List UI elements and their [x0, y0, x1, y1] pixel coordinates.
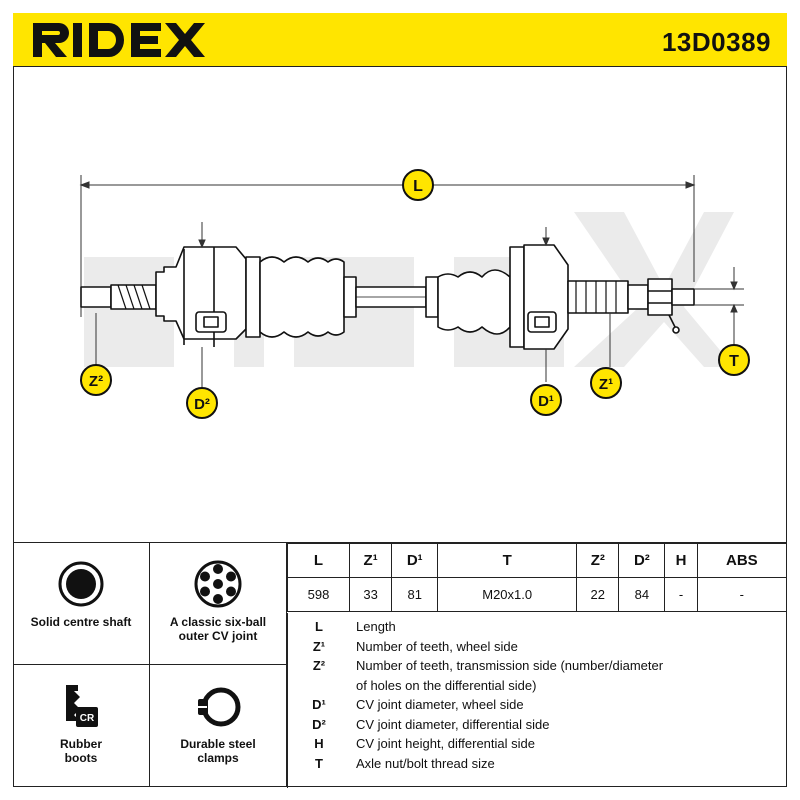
six-ball-joint-icon [194, 560, 242, 608]
solid-shaft-icon [58, 561, 104, 607]
spec-header-Z2: Z² [576, 543, 620, 578]
svg-text:Z²: Z² [89, 373, 103, 390]
feature-label: Rubber boots [60, 737, 102, 765]
spec-value-T: M20x1.0 [437, 577, 578, 612]
spec-value-Z1: 33 [348, 577, 393, 612]
feature-steel-clamps: Durable steel clamps [150, 665, 287, 787]
ridex-logo [33, 23, 205, 57]
callout-D1: D¹ [530, 384, 562, 416]
drive-shaft [80, 244, 695, 350]
spec-header-row: L Z¹ D¹ T Z² D² H ABS [287, 543, 788, 578]
legend-key: Z² [312, 658, 326, 673]
feature-solid-shaft: Solid centre shaft [13, 543, 150, 665]
callout-T: T [718, 344, 750, 376]
thread-dimension [694, 267, 744, 349]
feature-label: Solid centre shaft [30, 615, 132, 629]
part-number: 13D0389 [661, 27, 771, 57]
legend-text: CV joint diameter, differential side [356, 716, 550, 732]
spec-section: Solid centre shaft A classic six-ball ou… [13, 542, 788, 788]
drive-shaft-diagram: L Z² D² D¹ Z¹ T [79, 169, 750, 419]
spec-header-Z1: Z¹ [348, 543, 393, 578]
feature-rubber-boots: CR Rubber boots [13, 665, 150, 787]
feature-label: Durable steel clamps [180, 737, 256, 765]
callout-D2: D² [186, 387, 218, 419]
spec-header-L: L [287, 543, 350, 578]
legend-text: Axle nut/bolt thread size [356, 755, 495, 771]
spec-value-H: - [664, 577, 698, 612]
legend-key: Z¹ [312, 638, 326, 654]
spec-table: L Z¹ D¹ T Z² D² H ABS 598 33 81 M20x1.0 … [287, 543, 788, 612]
spec-value-ABS: - [696, 577, 788, 612]
feature-label: A classic six-ball outer CV joint [169, 615, 267, 643]
spec-header-ABS: ABS [696, 543, 788, 578]
legend-text: CV joint diameter, wheel side [356, 697, 524, 712]
svg-text:CR: CR [80, 713, 95, 724]
callout-Z2: Z² [80, 364, 112, 396]
feature-six-ball-joint: A classic six-ball outer CV joint [150, 543, 287, 665]
spec-header-H: H [664, 543, 698, 578]
legend-text: CV joint height, differential side [356, 736, 535, 751]
callout-L: L [402, 169, 434, 201]
legend-key: H [314, 736, 324, 751]
legend-text: Length [356, 619, 396, 634]
spec-value-D2: 84 [618, 577, 666, 612]
legend-key: D¹ [312, 697, 326, 712]
svg-text:D¹: D¹ [538, 393, 554, 410]
svg-text:D²: D² [194, 396, 210, 413]
leader-lines [95, 222, 611, 389]
legend-text: Number of teeth, wheel side [356, 638, 518, 654]
legend: L Length Z¹ Number of teeth, wheel side … [287, 613, 787, 788]
callout-Z1: Z¹ [590, 367, 622, 399]
legend-key: D² [312, 716, 326, 732]
steel-clamp-icon [195, 687, 241, 727]
spec-header-D1: D¹ [391, 543, 439, 578]
spec-value-row: 598 33 81 M20x1.0 22 84 - - [287, 577, 788, 612]
svg-text:L: L [413, 178, 423, 195]
legend-text: Number of teeth, transmission side (numb… [356, 658, 664, 673]
header-bar: 13D0389 [13, 13, 787, 67]
spec-value-L: 598 [287, 577, 350, 612]
spec-value-Z2: 22 [576, 577, 620, 612]
rubber-boot-icon: CR [66, 685, 98, 727]
spec-header-D2: D² [618, 543, 666, 578]
svg-text:Z¹: Z¹ [599, 376, 613, 393]
legend-key: L [315, 619, 323, 634]
legend-text: of holes on the differential side) [356, 677, 537, 693]
legend-key: T [315, 755, 323, 771]
svg-text:T: T [729, 353, 739, 370]
spec-header-T: T [437, 543, 578, 578]
spec-value-D1: 81 [391, 577, 439, 612]
